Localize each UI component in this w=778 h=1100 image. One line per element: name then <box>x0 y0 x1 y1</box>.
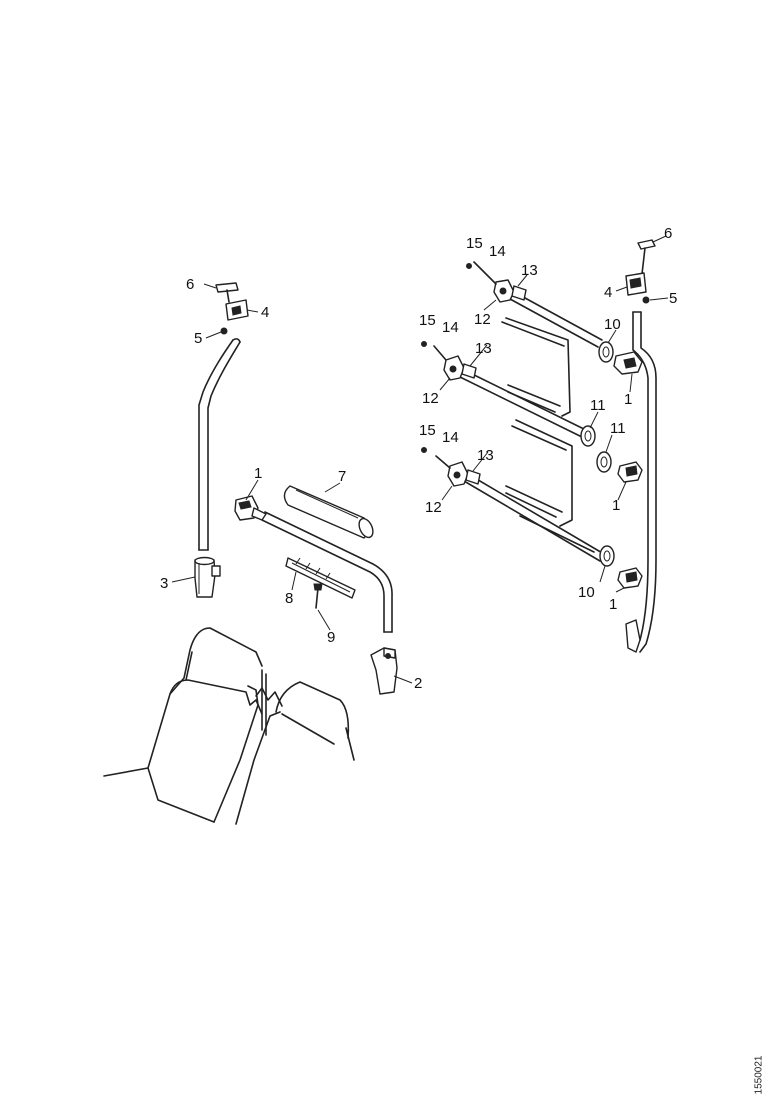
callout-mid-8: 8 <box>285 590 293 607</box>
ring-11-a <box>580 425 596 447</box>
callout-mid-9: 9 <box>327 629 335 646</box>
left-rod <box>198 339 234 551</box>
callout-labels: 6 4 5 3 1 7 8 9 2 15 14 13 12 15 14 13 1… <box>160 225 677 692</box>
hinge-fitting-row-2 <box>421 341 477 381</box>
callout-r-15-mid: 15 <box>419 312 436 329</box>
left-wing-screw-part <box>215 282 239 303</box>
callout-r-1-lower: 1 <box>609 596 617 613</box>
left-clamp-part <box>225 299 249 321</box>
callout-left-5: 5 <box>194 330 202 347</box>
right-post <box>632 311 649 651</box>
bracket-1-middle <box>617 461 643 483</box>
callout-left-3: 3 <box>160 575 168 592</box>
bracket-1-upper <box>613 351 643 375</box>
callout-mid-2: 2 <box>414 675 422 692</box>
callout-r-13-low: 13 <box>477 447 494 464</box>
callout-r-12-low: 12 <box>425 499 442 516</box>
ring-10-lower <box>599 545 615 567</box>
left-support-rod-assembly <box>194 282 249 598</box>
mid-arm-tube <box>261 519 385 633</box>
callout-r-11-a: 11 <box>590 397 606 414</box>
callout-r-10-lower: 10 <box>578 584 595 601</box>
mid-pad-roll-part <box>283 485 374 539</box>
mid-bar-part <box>285 557 356 599</box>
lower-backrest-panel <box>463 419 605 562</box>
callout-mid-7: 7 <box>338 468 346 485</box>
callout-r-14-top: 14 <box>489 243 506 260</box>
right-bolt-part <box>642 296 650 304</box>
left-bolt-part <box>220 327 228 335</box>
mid-socket-part <box>370 647 398 695</box>
hinge-fitting-row-3 <box>421 447 481 487</box>
callout-r-5: 5 <box>669 290 677 307</box>
upper-backrest-panel <box>459 291 603 440</box>
right-wing-screw-part <box>637 239 656 275</box>
ring-10-upper <box>598 341 614 363</box>
ring-11-b <box>596 451 612 473</box>
callout-r-10-upper: 10 <box>604 316 621 333</box>
drawing-number: 1550021 <box>752 1050 766 1100</box>
drawing-number-text: 1550021 <box>753 1055 765 1095</box>
callout-r-13-top: 13 <box>521 262 538 279</box>
callout-r-14-mid: 14 <box>442 319 459 336</box>
callout-r-11-b: 11 <box>610 420 626 437</box>
callout-r-6: 6 <box>664 225 672 242</box>
leader-lines <box>171 235 669 684</box>
callout-r-12-top: 12 <box>474 311 491 328</box>
callout-mid-1: 1 <box>254 465 262 482</box>
callout-r-12-mid: 12 <box>422 390 439 407</box>
right-backrest-assembly <box>421 239 657 653</box>
callout-left-4: 4 <box>261 304 269 321</box>
callout-r-15-low: 15 <box>419 422 436 439</box>
left-socket-part <box>194 556 221 598</box>
callout-r-1-middle: 1 <box>612 497 620 514</box>
hinge-fitting-row-1 <box>466 261 527 303</box>
callout-r-14-low: 14 <box>442 429 459 446</box>
middle-armrest-assembly <box>234 485 398 695</box>
seat-outline <box>103 627 355 825</box>
right-clamp-part <box>625 272 647 296</box>
callout-r-15-top: 15 <box>466 235 483 252</box>
mid-bracket-part <box>234 495 267 521</box>
callout-left-6: 6 <box>186 276 194 293</box>
mid-screw-part <box>313 583 323 609</box>
bracket-1-lower <box>617 567 643 589</box>
callout-r-4: 4 <box>604 284 612 301</box>
callout-r-13-mid: 13 <box>475 340 492 357</box>
callout-r-1-upper: 1 <box>624 391 632 408</box>
